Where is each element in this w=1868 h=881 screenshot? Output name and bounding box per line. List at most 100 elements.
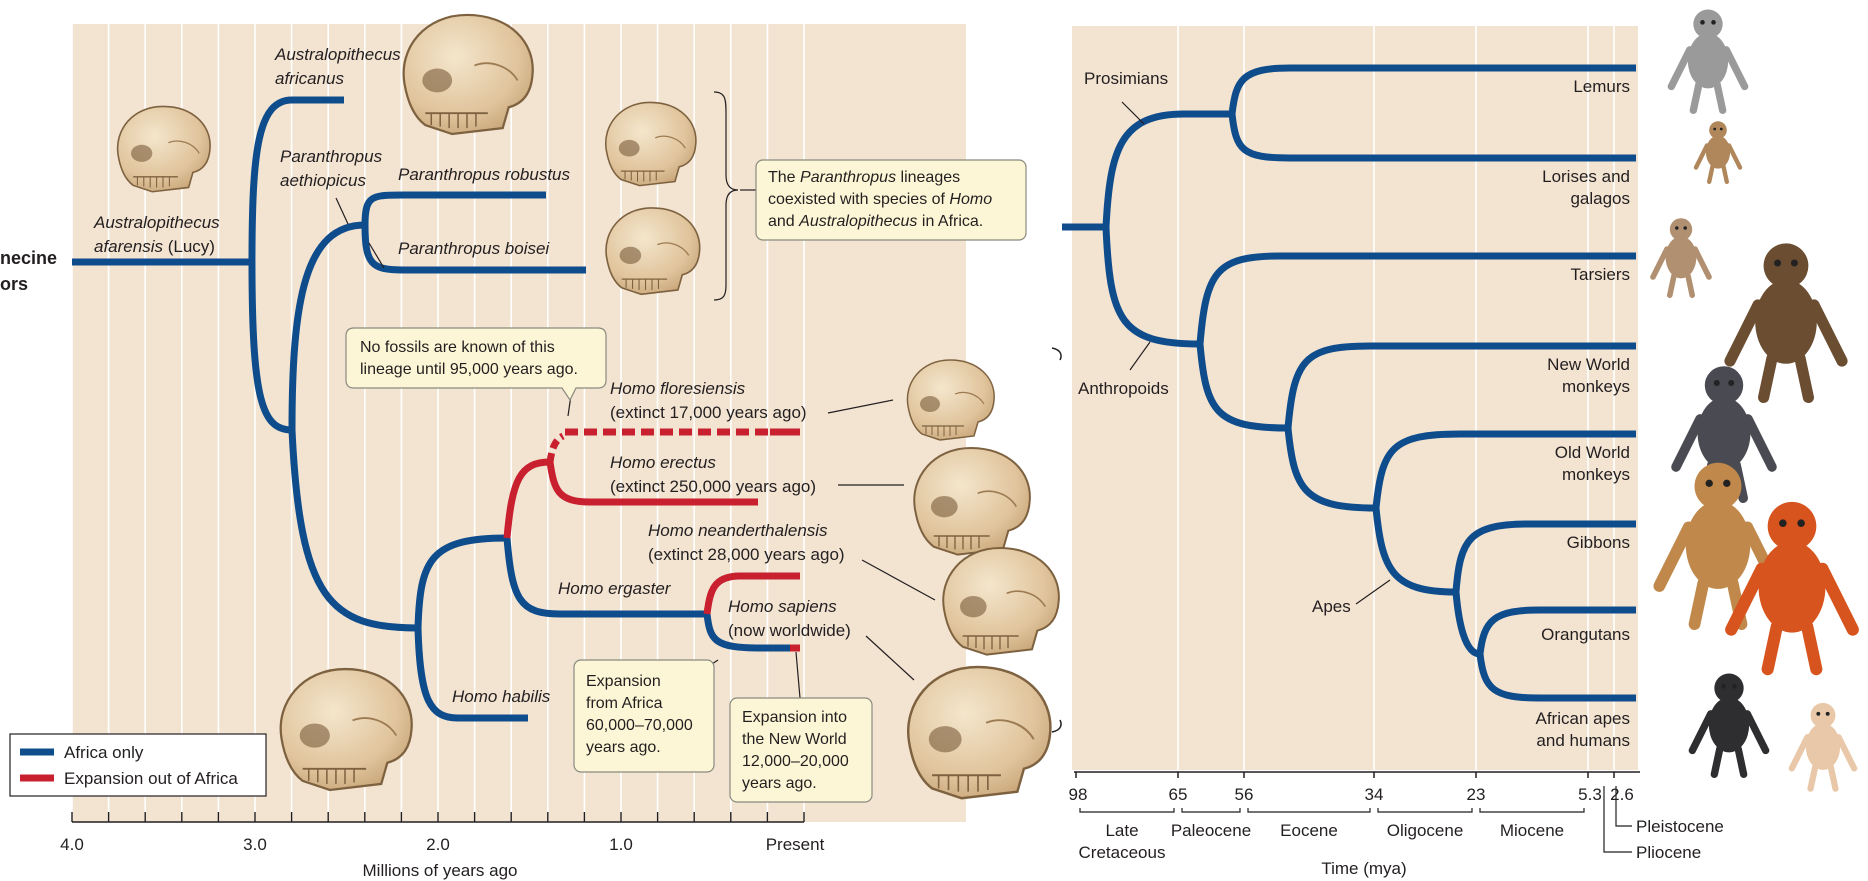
branch-sapiens (703, 613, 790, 652)
legend-label-africa: Africa only (64, 743, 144, 762)
hominin-axis-title: Millions of years ago (363, 861, 518, 880)
branch-anthropoids (1102, 226, 1201, 348)
branch-new-world (1284, 342, 1636, 429)
label-habilis: Homo habilis (452, 687, 551, 706)
branch-old-world (1372, 430, 1636, 509)
branch-homo-stem (288, 429, 419, 632)
branch-lemurs (1228, 64, 1636, 115)
callout-expansion-africa-line1: Expansion (586, 673, 661, 690)
callout-new-world-line2: the New World (742, 731, 847, 748)
group-pointers (1121, 101, 1391, 605)
label-floresiensis-note: (extinct 17,000 years ago) (610, 403, 807, 422)
gorilla-icon (1692, 674, 1765, 775)
label-afarensis-genus: Australopithecus (93, 213, 220, 232)
hominin-axis: 4.0 3.0 2.0 1.0 Present Millions of year… (60, 812, 825, 880)
hominin-panel-bg (72, 24, 966, 822)
skull-floresiensis-icon (906, 359, 995, 441)
taxon-gibbons: Gibbons (1567, 533, 1630, 552)
pri-tick-34: 34 (1365, 785, 1384, 804)
new-world-monkey-icon (1730, 243, 1842, 397)
callout-no-fossils: No fossils are known of this lineage unt… (345, 327, 607, 402)
branch-tarsiers (1196, 252, 1636, 345)
taxon-african-apes-line2: and humans (1536, 731, 1630, 750)
branch-ergaster (503, 537, 707, 618)
label-africanus-genus: Australopithecus (274, 45, 401, 64)
pri-tick-65: 65 (1169, 785, 1188, 804)
hominin-branches-blue (72, 96, 790, 722)
taxon-old-world-line2: monkeys (1562, 465, 1630, 484)
gibbon-icon (1659, 463, 1776, 624)
callout-new-world-line1: Expansion into (742, 709, 847, 726)
label-erectus-note: (extinct 250,000 years ago) (610, 477, 816, 496)
tick-label-2-0: 2.0 (426, 835, 450, 854)
legend: Africa only Expansion out of Africa (9, 733, 267, 797)
primate-illustrations (1653, 10, 1854, 789)
epoch-pliocene: Pliocene (1636, 843, 1701, 862)
group-label-anthropoids: Anthropoids (1078, 379, 1169, 398)
branch-african-apes (1476, 653, 1636, 702)
primate-panel-bg (1072, 26, 1638, 770)
skull-sapiens-icon (906, 665, 1052, 800)
human-icon (1792, 703, 1854, 789)
group-label-apes: Apes (1312, 597, 1351, 616)
branch-erectus (546, 461, 758, 506)
pri-tick-23: 23 (1467, 785, 1486, 804)
pri-tick-56: 56 (1235, 785, 1254, 804)
label-ergaster: Homo ergaster (558, 579, 672, 598)
callout-expansion-new-world: Expansion into the New World 12,000–20,0… (729, 697, 873, 803)
callout-no-fossils-line1: No fossils are known of this (360, 339, 555, 356)
branch-neanderthalensis (703, 572, 800, 615)
callout-expansion-africa: Expansion from Africa 60,000–70,000 year… (573, 659, 715, 773)
loris-icon (1696, 121, 1740, 182)
branch-boisei (361, 224, 586, 274)
label-erectus-name: Homo erectus (610, 453, 716, 472)
label-sapiens-note: (now worldwide) (728, 621, 851, 640)
branch-habilis (414, 627, 528, 722)
label-sapiens-name: Homo sapiens (728, 597, 837, 616)
branch-orangutans (1476, 606, 1636, 655)
pri-tick-2-6: 2.6 (1610, 785, 1634, 804)
epoch-brackets (1079, 786, 1632, 853)
primate-axis: 98 65 56 34 23 5.3 2.6 Late Cretaceous (1069, 771, 1724, 878)
taxon-tarsiers: Tarsiers (1570, 265, 1630, 284)
taxon-old-world-line1: Old World (1555, 443, 1630, 462)
taxon-new-world-line1: New World (1547, 355, 1630, 374)
epoch-oligocene: Oligocene (1387, 821, 1464, 840)
label-neanderthalensis-note: (extinct 28,000 years ago) (648, 545, 845, 564)
branch-paranthropus-stem (288, 221, 366, 431)
callout-paranthropus-line1: The Paranthropus lineages (768, 169, 960, 186)
label-afarensis-species: afarensis (Lucy) (94, 237, 215, 256)
pri-tick-5-3: 5.3 (1578, 785, 1602, 804)
epoch-late: Late (1105, 821, 1138, 840)
branch-africanus (248, 96, 344, 263)
branch-apes (1372, 507, 1457, 596)
group-label-prosimians: Prosimians (1084, 69, 1168, 88)
pri-tick-98: 98 (1069, 785, 1088, 804)
epoch-eocene: Eocene (1280, 821, 1338, 840)
taxon-orangutans: Orangutans (1541, 625, 1630, 644)
primate-axis-title: Time (mya) (1321, 859, 1406, 878)
epoch-paleocene: Paleocene (1171, 821, 1251, 840)
callout-expansion-africa-line3: 60,000–70,000 (586, 717, 693, 734)
label-afarensis-nickname: (Lucy) (163, 237, 215, 256)
skull-neanderthalensis-icon (942, 546, 1060, 656)
label-africanus-species: africanus (275, 69, 344, 88)
tick-label-present: Present (766, 835, 825, 854)
taxon-new-world-line2: monkeys (1562, 377, 1630, 396)
label-boisei: Paranthropus boisei (398, 239, 550, 258)
label-aethiopicus-species: aethiopicus (280, 171, 367, 190)
label-floresiensis-name: Homo floresiensis (610, 379, 746, 398)
branch-ergaster-node (414, 534, 508, 629)
callout-no-fossils-line2: lineage until 95,000 years ago. (360, 361, 578, 378)
taxon-african-apes-line1: African apes (1536, 709, 1631, 728)
callout-expansion-africa-line4: years ago. (586, 739, 661, 756)
label-aethiopicus-genus: Paranthropus (280, 147, 383, 166)
tarsier-icon (1653, 218, 1709, 295)
epoch-pleistocene: Pleistocene (1636, 817, 1724, 836)
legend-label-out: Expansion out of Africa (64, 769, 238, 788)
cut-off-label-line1: necine (0, 248, 57, 268)
branch-lorises (1228, 113, 1636, 162)
tick-label-3-0: 3.0 (243, 835, 267, 854)
taxon-labels: Lemurs Lorises and galagos Tarsiers New … (1536, 77, 1631, 750)
